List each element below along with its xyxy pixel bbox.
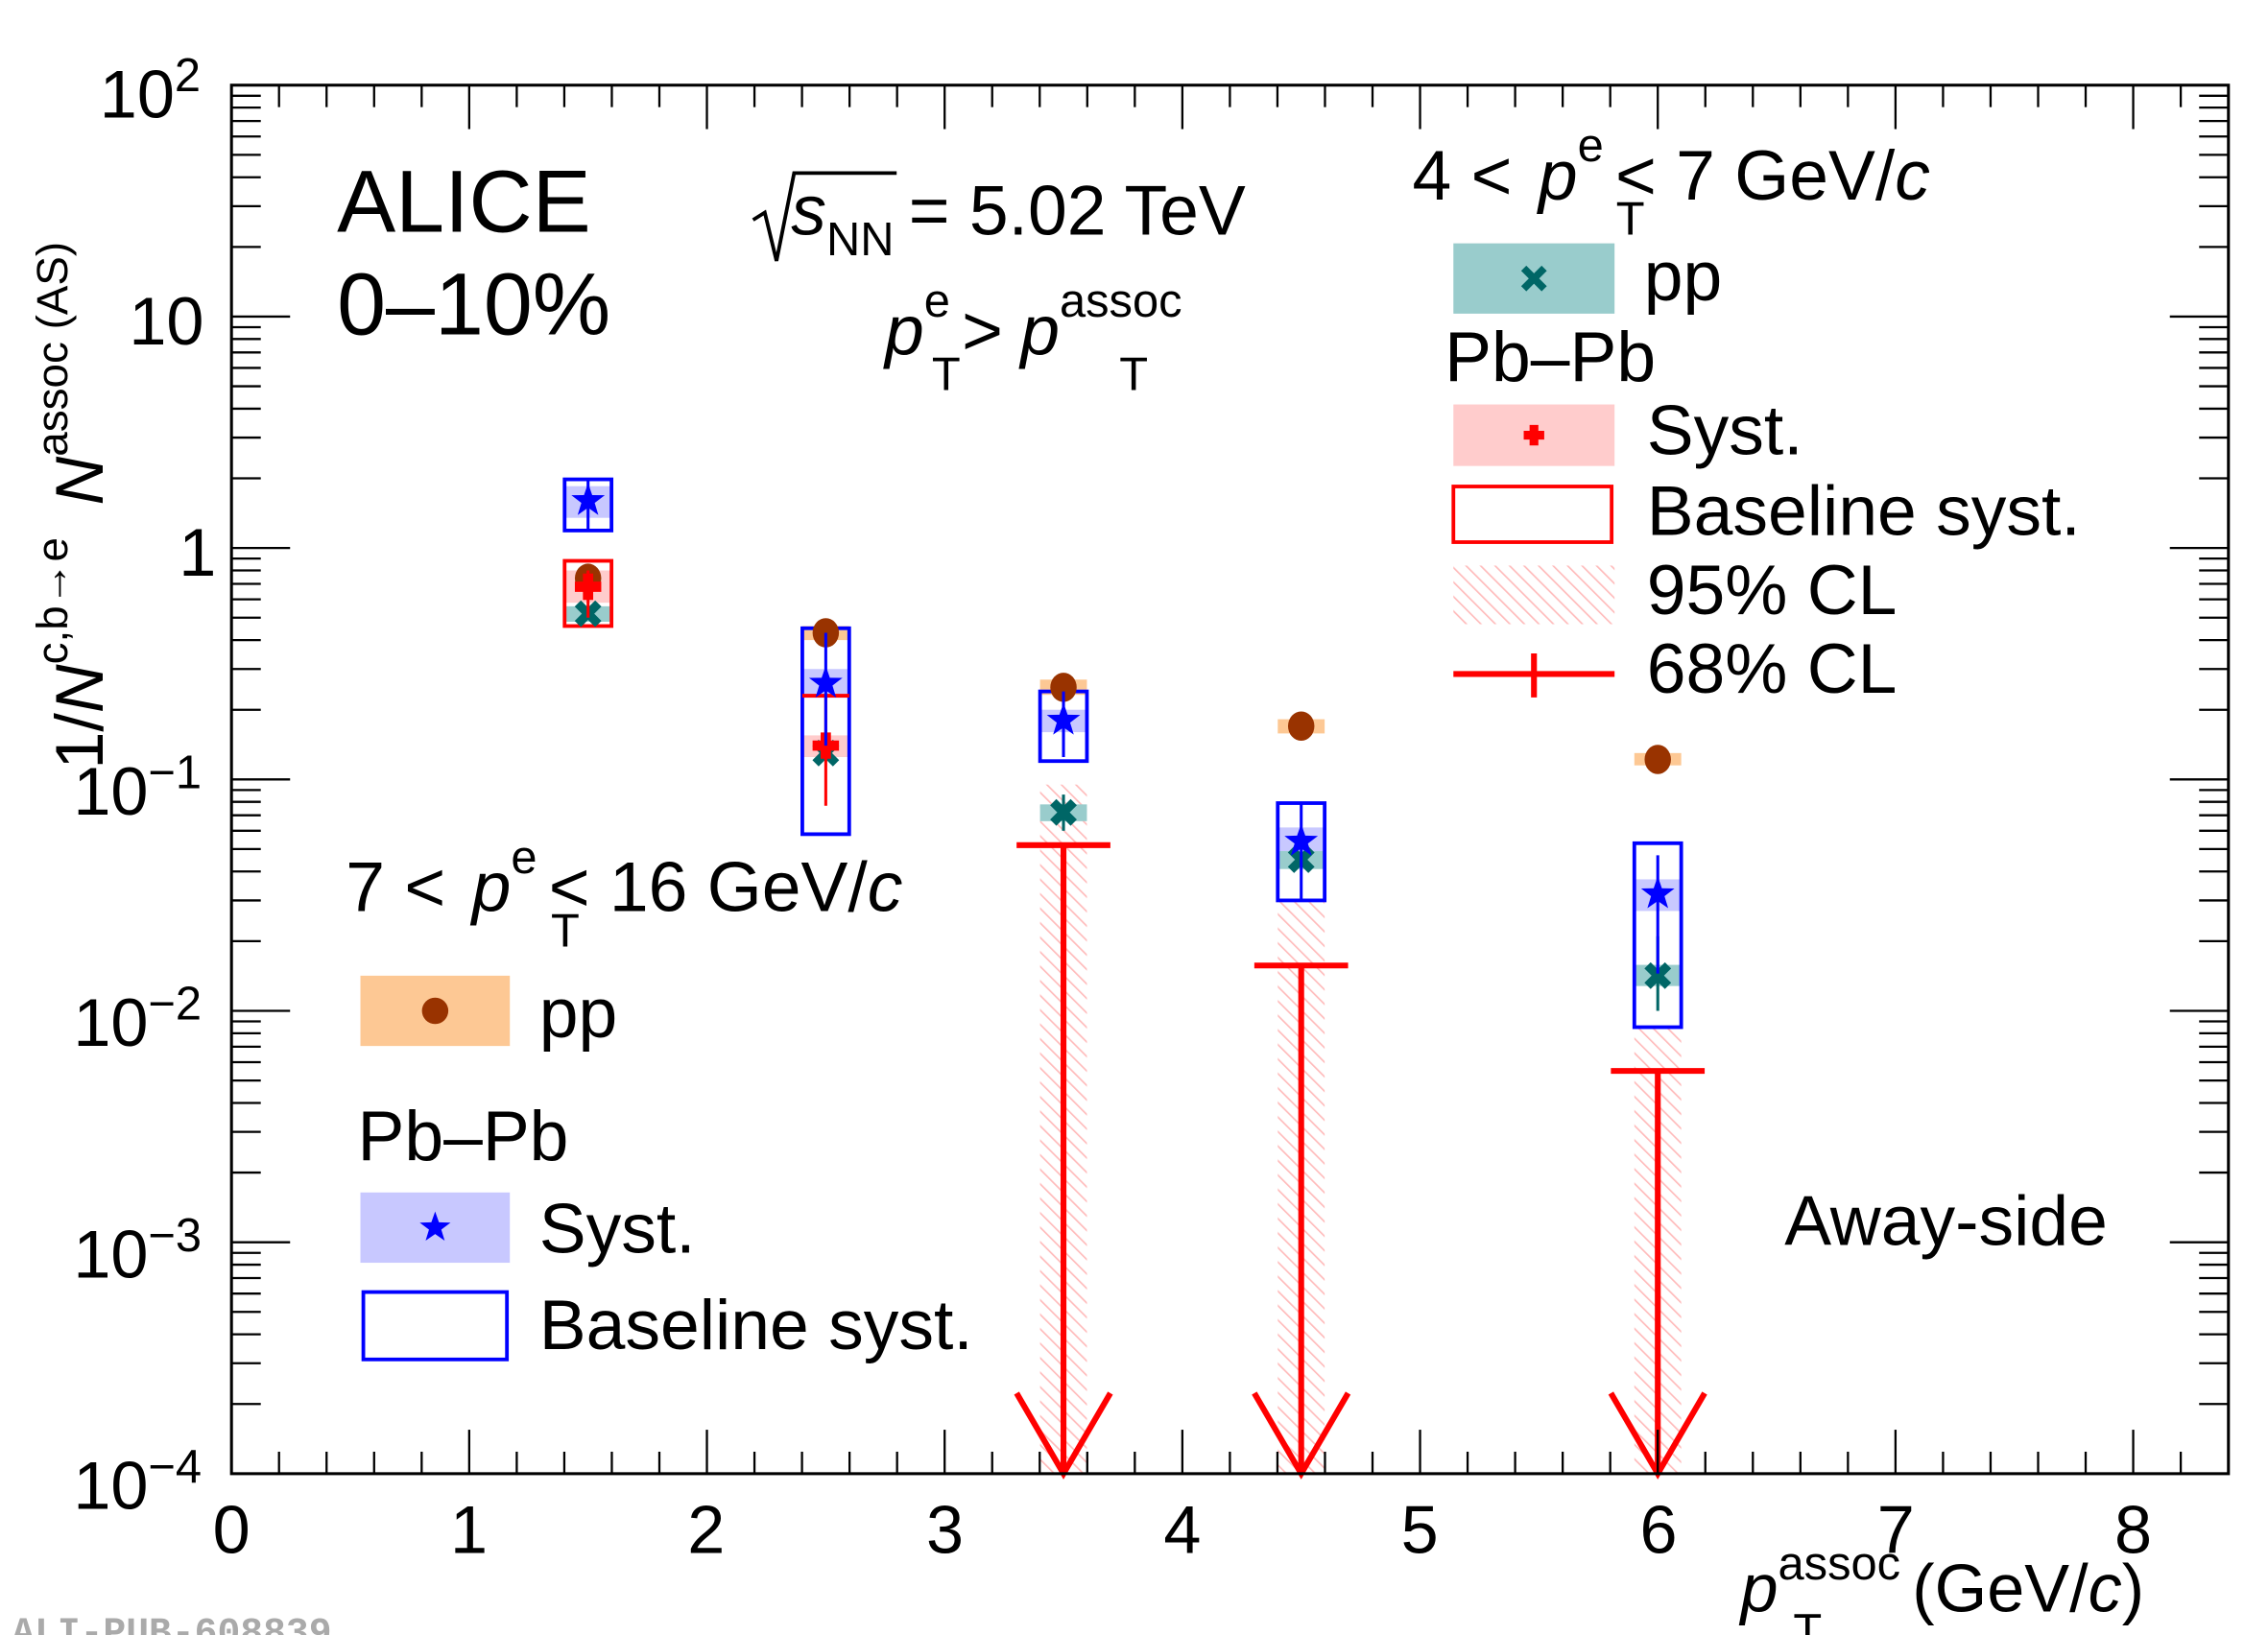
energy-label: sNN= 5.02 TeV	[791, 171, 1246, 265]
y-tick-label: 10−3	[73, 1210, 202, 1291]
axis-ticks	[230, 84, 2230, 1476]
cross-marker-icon	[1523, 424, 1544, 446]
data-point-star	[1046, 702, 1081, 735]
legend-cl68-label: 68% CL	[1647, 629, 1898, 708]
x-tick-label: 6	[1639, 1491, 1677, 1567]
x-tick-label: 2	[687, 1491, 725, 1567]
data-point-circle	[1287, 711, 1315, 741]
legend-pbpb-label: Pb–Pb	[357, 1097, 568, 1175]
y-tick-labels: 102 10 1 10−1 10−2 10−3 10−4	[73, 50, 216, 1524]
data-point-star	[1640, 876, 1675, 909]
baseline-syst-box	[562, 558, 614, 628]
x-axis-title: passoc(GeV/c)	[1738, 1538, 2144, 1626]
legend-high-range-sub: T	[551, 905, 580, 957]
data-point-star	[808, 665, 843, 698]
legend-low-pt: 4 <pe< 7 GeV/c T pp Pb–Pb Syst. Baseline…	[1413, 120, 2081, 708]
data-point-x	[1050, 798, 1077, 826]
legend-low-baseline-label: Baseline syst.	[1647, 471, 2081, 550]
data-point-star	[1284, 823, 1319, 856]
condition-sub2: T	[1119, 348, 1148, 400]
x-marker-icon	[1520, 265, 1547, 292]
legend-pp-label: pp	[539, 974, 618, 1053]
x-tick-label: 5	[1401, 1491, 1439, 1567]
legend-low-pp-label: pp	[1644, 237, 1723, 316]
x-tick-label: 1	[450, 1491, 488, 1567]
legend-low-range-sub: T	[1616, 193, 1645, 245]
experiment-label: ALICE	[337, 153, 591, 250]
x-axis-title-sub: T	[1793, 1605, 1822, 1635]
x-tick-labels: 0 1 2 3 4 5 6 7 8	[213, 1491, 2152, 1567]
legend-syst-label: Syst.	[539, 1189, 696, 1268]
sqrt-icon	[752, 171, 897, 262]
y-tick-label: 1	[179, 514, 216, 590]
legend-cl95-label: 95% CL	[1647, 551, 1898, 629]
data-marks	[562, 477, 1707, 1480]
y-tick-label: 102	[100, 50, 201, 131]
watermark: ALI-PUB-608839	[12, 1612, 331, 1635]
legend-low-range: 4 <pe< 7 GeV/c	[1413, 120, 1930, 215]
star-marker-icon	[419, 1211, 451, 1242]
x-tick-label: 3	[926, 1491, 964, 1567]
y-tick-label: 10−1	[73, 746, 202, 828]
x-tick-label: 7	[1877, 1491, 1915, 1567]
y-tick-label: 10−2	[73, 979, 202, 1060]
y-tick-label: 10	[129, 283, 203, 359]
data-point-circle	[1644, 745, 1671, 774]
y-axis-title: 1/Nc,b→eNassoc (AS)	[28, 242, 117, 770]
data-point-star	[571, 483, 606, 515]
condition-label: pe>passoc	[883, 275, 1182, 370]
x-tick-label: 8	[2114, 1491, 2152, 1567]
condition-sub1: T	[932, 348, 961, 400]
legend-cl68-icon	[1453, 653, 1615, 698]
data-point-x	[1644, 961, 1672, 989]
legend-high-pt: 7 <pe< 16 GeV/c T pp Pb–Pb Syst. Baselin…	[346, 832, 973, 1364]
legend-low-syst-label: Syst.	[1647, 391, 1803, 469]
data-point-cross	[574, 573, 602, 601]
legend-cl95-swatch	[1453, 565, 1615, 625]
legend-baseline-label: Baseline syst.	[539, 1286, 973, 1364]
away-side-label: Away-side	[1784, 1182, 2108, 1261]
baseline-syst-box	[1632, 841, 1683, 1030]
x-tick-label: 0	[213, 1491, 251, 1567]
circle-marker-icon	[421, 997, 449, 1025]
data-point-circle	[1050, 673, 1077, 702]
legend-low-pbpb-label: Pb–Pb	[1444, 318, 1656, 396]
centrality-label: 0–10%	[337, 255, 610, 353]
legend-low-baseline-swatch	[1451, 485, 1614, 544]
x-tick-label: 4	[1163, 1491, 1201, 1567]
y-tick-label: 10−4	[73, 1441, 202, 1523]
legend-baseline-swatch	[361, 1290, 510, 1362]
legend-high-range: 7 <pe< 16 GeV/c	[346, 832, 902, 927]
